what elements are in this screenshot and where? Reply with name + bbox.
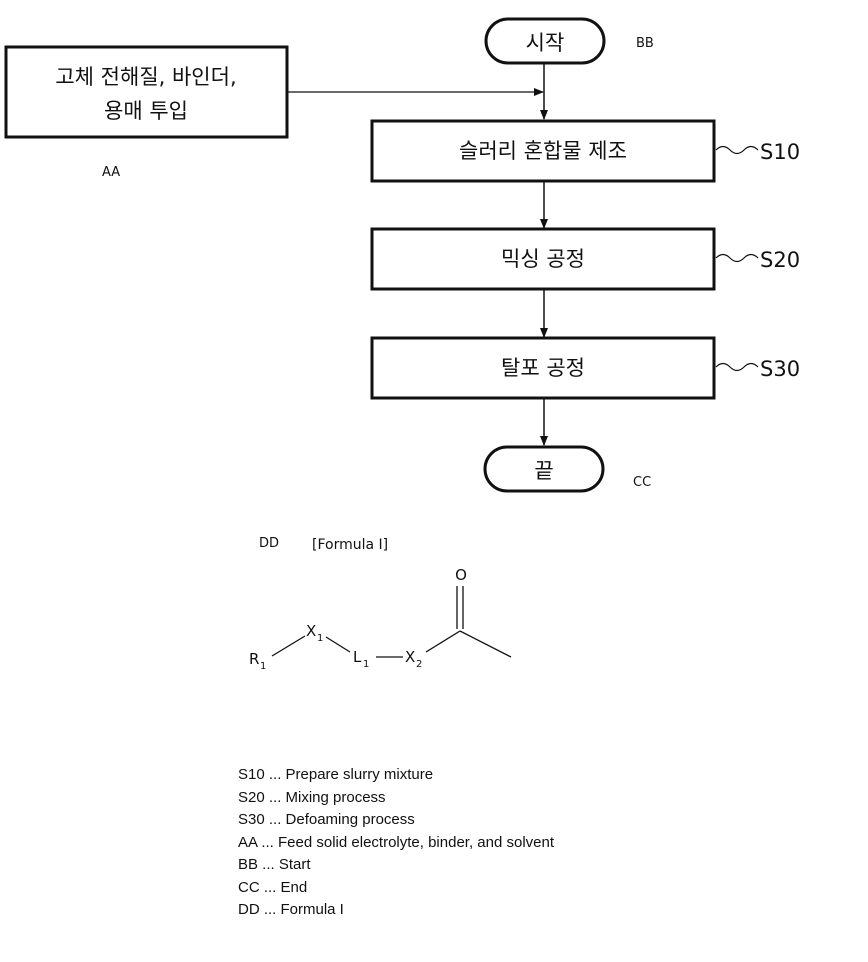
atom-x2: X	[405, 648, 415, 666]
atom-x1-sub: 1	[317, 633, 323, 644]
step-s30-label: 탈포 공정	[501, 356, 585, 380]
legend-item-s10: S10 ... Prepare slurry mixture	[238, 764, 554, 787]
end-terminal: 끝	[485, 447, 603, 491]
step-s30-code: S30	[760, 357, 800, 381]
marker-bb: BB	[636, 36, 654, 51]
atom-r-sub: 1	[260, 661, 266, 672]
formula-structure: O R 1 X 1 L 1 X 2	[249, 566, 511, 672]
step-s10-code: S10	[760, 140, 800, 164]
leader-s20	[716, 255, 758, 262]
leader-s30	[716, 364, 758, 371]
legend-item-s20: S20 ... Mixing process	[238, 787, 554, 810]
legend: S10 ... Prepare slurry mixture S20 ... M…	[238, 764, 554, 922]
atom-o: O	[455, 566, 467, 584]
atom-x2-sub: 2	[416, 659, 422, 670]
step-s10: 슬러리 혼합물 제조	[372, 121, 714, 181]
input-box-line-2: 용매 투입	[104, 99, 188, 123]
formula-title: [Formula I]	[312, 537, 388, 553]
step-s20-code: S20	[760, 248, 800, 272]
step-s10-label: 슬러리 혼합물 제조	[459, 139, 627, 163]
legend-item-s30: S30 ... Defoaming process	[238, 809, 554, 832]
input-box-line-1: 고체 전해질, 바인더,	[55, 65, 236, 89]
step-s30: 탈포 공정	[372, 338, 714, 398]
marker-dd: DD	[259, 536, 279, 551]
step-s20-label: 믹싱 공정	[501, 247, 585, 271]
bond-r1-x1	[272, 636, 305, 656]
atom-x1: X	[306, 622, 316, 640]
input-box: 고체 전해질, 바인더, 용매 투입	[6, 47, 287, 137]
marker-cc: CC	[633, 475, 651, 490]
legend-item-bb: BB ... Start	[238, 854, 554, 877]
bond-x1-l1	[326, 637, 350, 652]
bond-carbon-methyl	[460, 631, 511, 657]
atom-l: L	[353, 648, 362, 666]
atom-r: R	[249, 650, 259, 668]
marker-aa: AA	[102, 165, 120, 180]
legend-item-dd: DD ... Formula I	[238, 899, 554, 922]
step-s20: 믹싱 공정	[372, 229, 714, 289]
start-label: 시작	[526, 31, 565, 55]
start-terminal: 시작	[486, 19, 604, 63]
leader-s10	[716, 147, 758, 154]
atom-l-sub: 1	[363, 659, 369, 670]
legend-item-aa: AA ... Feed solid electrolyte, binder, a…	[238, 832, 554, 855]
legend-item-cc: CC ... End	[238, 877, 554, 900]
end-label: 끝	[534, 459, 553, 483]
bond-x2-carbon	[426, 631, 460, 652]
